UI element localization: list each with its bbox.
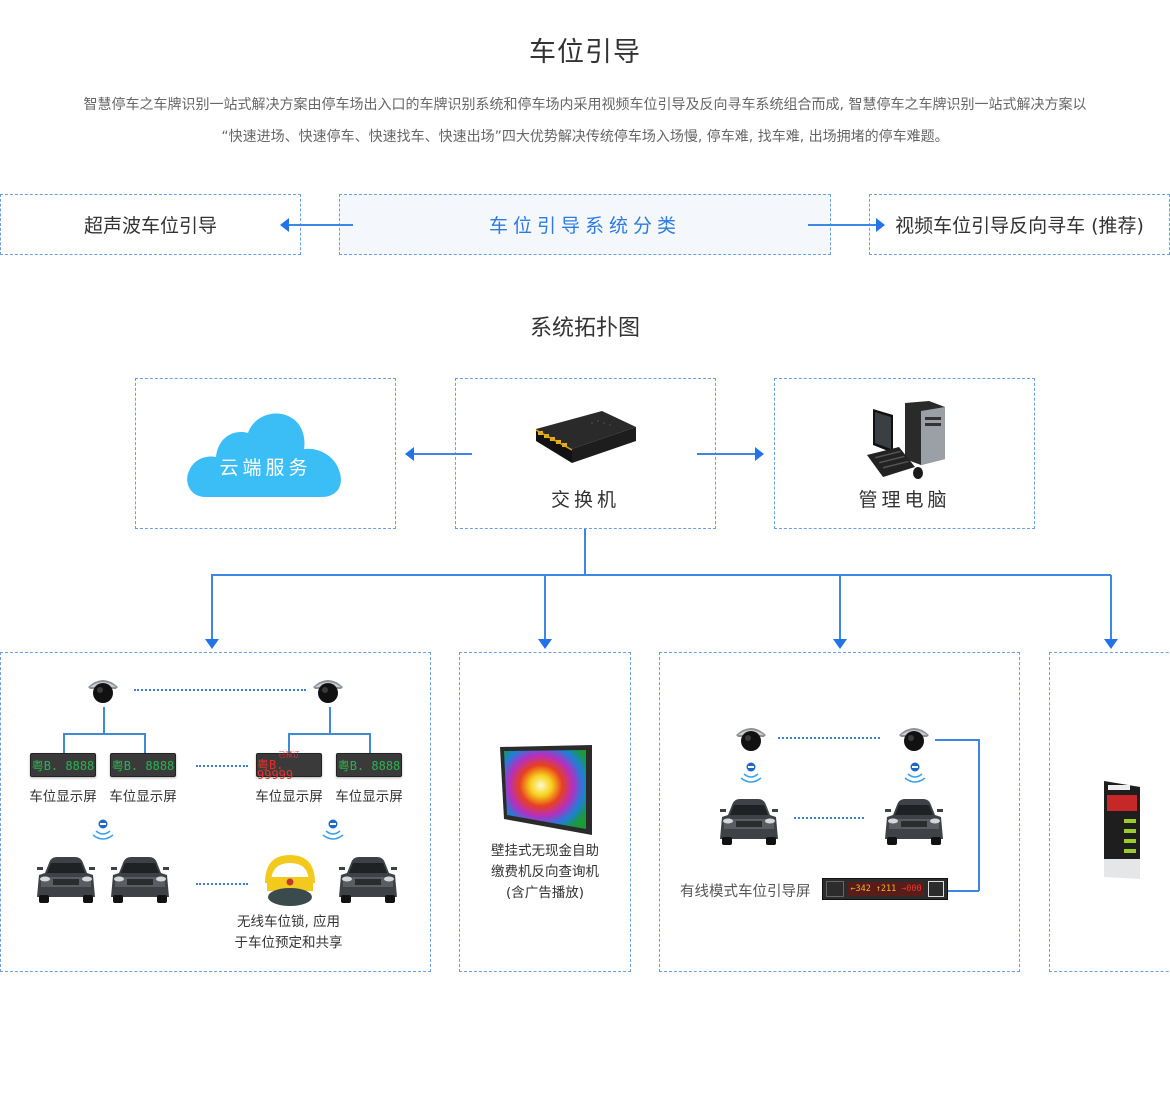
tree-line (369, 733, 371, 754)
camera-icon (86, 675, 120, 705)
intro-line-2: “快速进场、快速停车、快速找车、快速出场”四大优势解决传统停车场入场慢, 停车难… (221, 129, 949, 145)
display-label: 车位显示屏 (255, 789, 323, 805)
arrow-right-icon (876, 218, 885, 232)
parking-lock-icon (265, 855, 315, 906)
panel-wireless: 粤B. 8888 粤B. 8888 已预订 粤B. 99999 粤B. 8888… (0, 652, 431, 972)
branch-4 (1110, 575, 1112, 639)
panel-kiosk: 壁挂式无现金自助 缴费机反向查询机 (含广告播放) (459, 652, 631, 972)
dotted-separator (778, 737, 880, 739)
arrow-to-cloud-icon (405, 447, 414, 461)
reserved-tag: 已预订 (278, 751, 300, 759)
category-root-label: 车位引导系统分类 (488, 215, 681, 237)
tree-line (63, 733, 65, 754)
branch-3 (839, 575, 841, 639)
computer-label: 管理电脑 (858, 489, 951, 511)
dotted-separator (134, 689, 306, 691)
count-right: 000 (906, 884, 922, 894)
category-video-label: 视频车位引导反向寻车 (推荐) (895, 215, 1144, 237)
kiosk-caption-line: (含广告播放) (505, 885, 585, 901)
camera-icon (897, 723, 931, 753)
node-cloud: 云端服务 (135, 378, 396, 529)
connector-switch-computer (697, 453, 755, 455)
category-ultrasonic-label: 超声波车位引导 (83, 215, 217, 237)
camera-icon (311, 675, 345, 705)
screen-counts: ←342 ↑211 →000 (848, 882, 924, 896)
space-display: 粤B. 8888 (110, 753, 176, 777)
branch-2 (544, 575, 546, 639)
count-left: 342 (855, 884, 871, 894)
camera-icon (734, 723, 768, 753)
category-ultrasonic: 超声波车位引导 (0, 194, 301, 255)
tree-line (329, 707, 331, 733)
category-root: 车位引导系统分类 (339, 194, 831, 255)
connector-switch-cloud (414, 453, 472, 455)
dotted-separator (794, 817, 864, 819)
connector-left (289, 224, 353, 226)
tree-line (288, 733, 370, 735)
space-display-reserved: 已预订 粤B. 99999 (256, 751, 322, 782)
page-title: 车位引导 (529, 37, 641, 68)
cloud-label: 云端服务 (219, 457, 312, 479)
connector-right (808, 224, 878, 226)
node-computer: 管理电脑 (774, 378, 1035, 529)
switch-icon (535, 411, 636, 463)
wireless-signal-icon (321, 818, 345, 844)
space-display: 粤B. 8888 (336, 753, 402, 777)
topology-title: 系统拓扑图 (529, 316, 640, 341)
kiosk-caption-line: 壁挂式无现金自助 (491, 843, 599, 859)
kiosk-caption: 壁挂式无现金自助 缴费机反向查询机 (含广告播放) (460, 841, 630, 904)
kiosk-caption-line: 缴费机反向查询机 (491, 864, 599, 880)
screen-left-panel (826, 881, 844, 897)
guidance-screen: ←342 ↑211 →000 (822, 878, 948, 900)
arrow-to-computer-icon (755, 447, 764, 461)
car-icon (35, 853, 97, 905)
lock-caption-line: 无线车位锁, 应用 (236, 914, 341, 930)
wire-line (978, 739, 980, 891)
car-icon (109, 853, 171, 905)
tree-line (144, 733, 146, 754)
trunk-line (584, 529, 586, 575)
arrow-down-icon (1104, 639, 1118, 649)
tree-line (103, 707, 105, 733)
reserved-plate: 粤B. 99999 (257, 758, 294, 782)
car-icon (718, 795, 780, 847)
query-terminal-icon (1104, 781, 1140, 879)
category-video: 视频车位引导反向寻车 (推荐) (869, 194, 1170, 255)
display-label: 车位显示屏 (29, 789, 97, 805)
branch-bus (211, 574, 1111, 576)
wire-line (935, 739, 979, 741)
display-label: 车位显示屏 (335, 789, 403, 805)
wired-caption: 有线模式车位引导屏 (680, 884, 811, 900)
kiosk-screen-icon (500, 745, 592, 835)
intro-line-1: 智慧停车之车牌识别一站式解决方案由停车场出入口的车牌识别系统和停车场内采用视频车… (83, 97, 1087, 113)
dotted-separator (196, 883, 248, 885)
arrow-down-icon (538, 639, 552, 649)
switch-label: 交换机 (550, 489, 620, 511)
cloud-icon (187, 413, 341, 497)
car-icon (337, 853, 399, 905)
arrow-down-icon (833, 639, 847, 649)
lock-caption-line: 于车位预定和共享 (234, 935, 343, 951)
panel-wired: 有线模式车位引导屏 ←342 ↑211 →000 (659, 652, 1020, 972)
space-display: 粤B. 8888 (30, 753, 96, 777)
car-icon (883, 795, 945, 847)
node-switch: 交换机 (455, 378, 716, 529)
screen-right-panel (928, 881, 944, 897)
count-up: 211 (880, 884, 897, 894)
tree-line (63, 733, 145, 735)
computer-icon (867, 401, 945, 479)
arrow-down-icon (205, 639, 219, 649)
display-label: 车位显示屏 (109, 789, 177, 805)
branch-1 (211, 575, 213, 639)
dotted-separator (196, 765, 248, 767)
wireless-signal-icon (739, 761, 763, 787)
arrow-left-icon (280, 218, 289, 232)
wire-line (948, 890, 979, 892)
wireless-signal-icon (91, 818, 115, 844)
tree-line (288, 733, 290, 754)
lock-caption: 无线车位锁, 应用 于车位预定和共享 (216, 912, 361, 954)
panel-query-terminal (1049, 652, 1170, 972)
wireless-signal-icon (903, 761, 927, 787)
